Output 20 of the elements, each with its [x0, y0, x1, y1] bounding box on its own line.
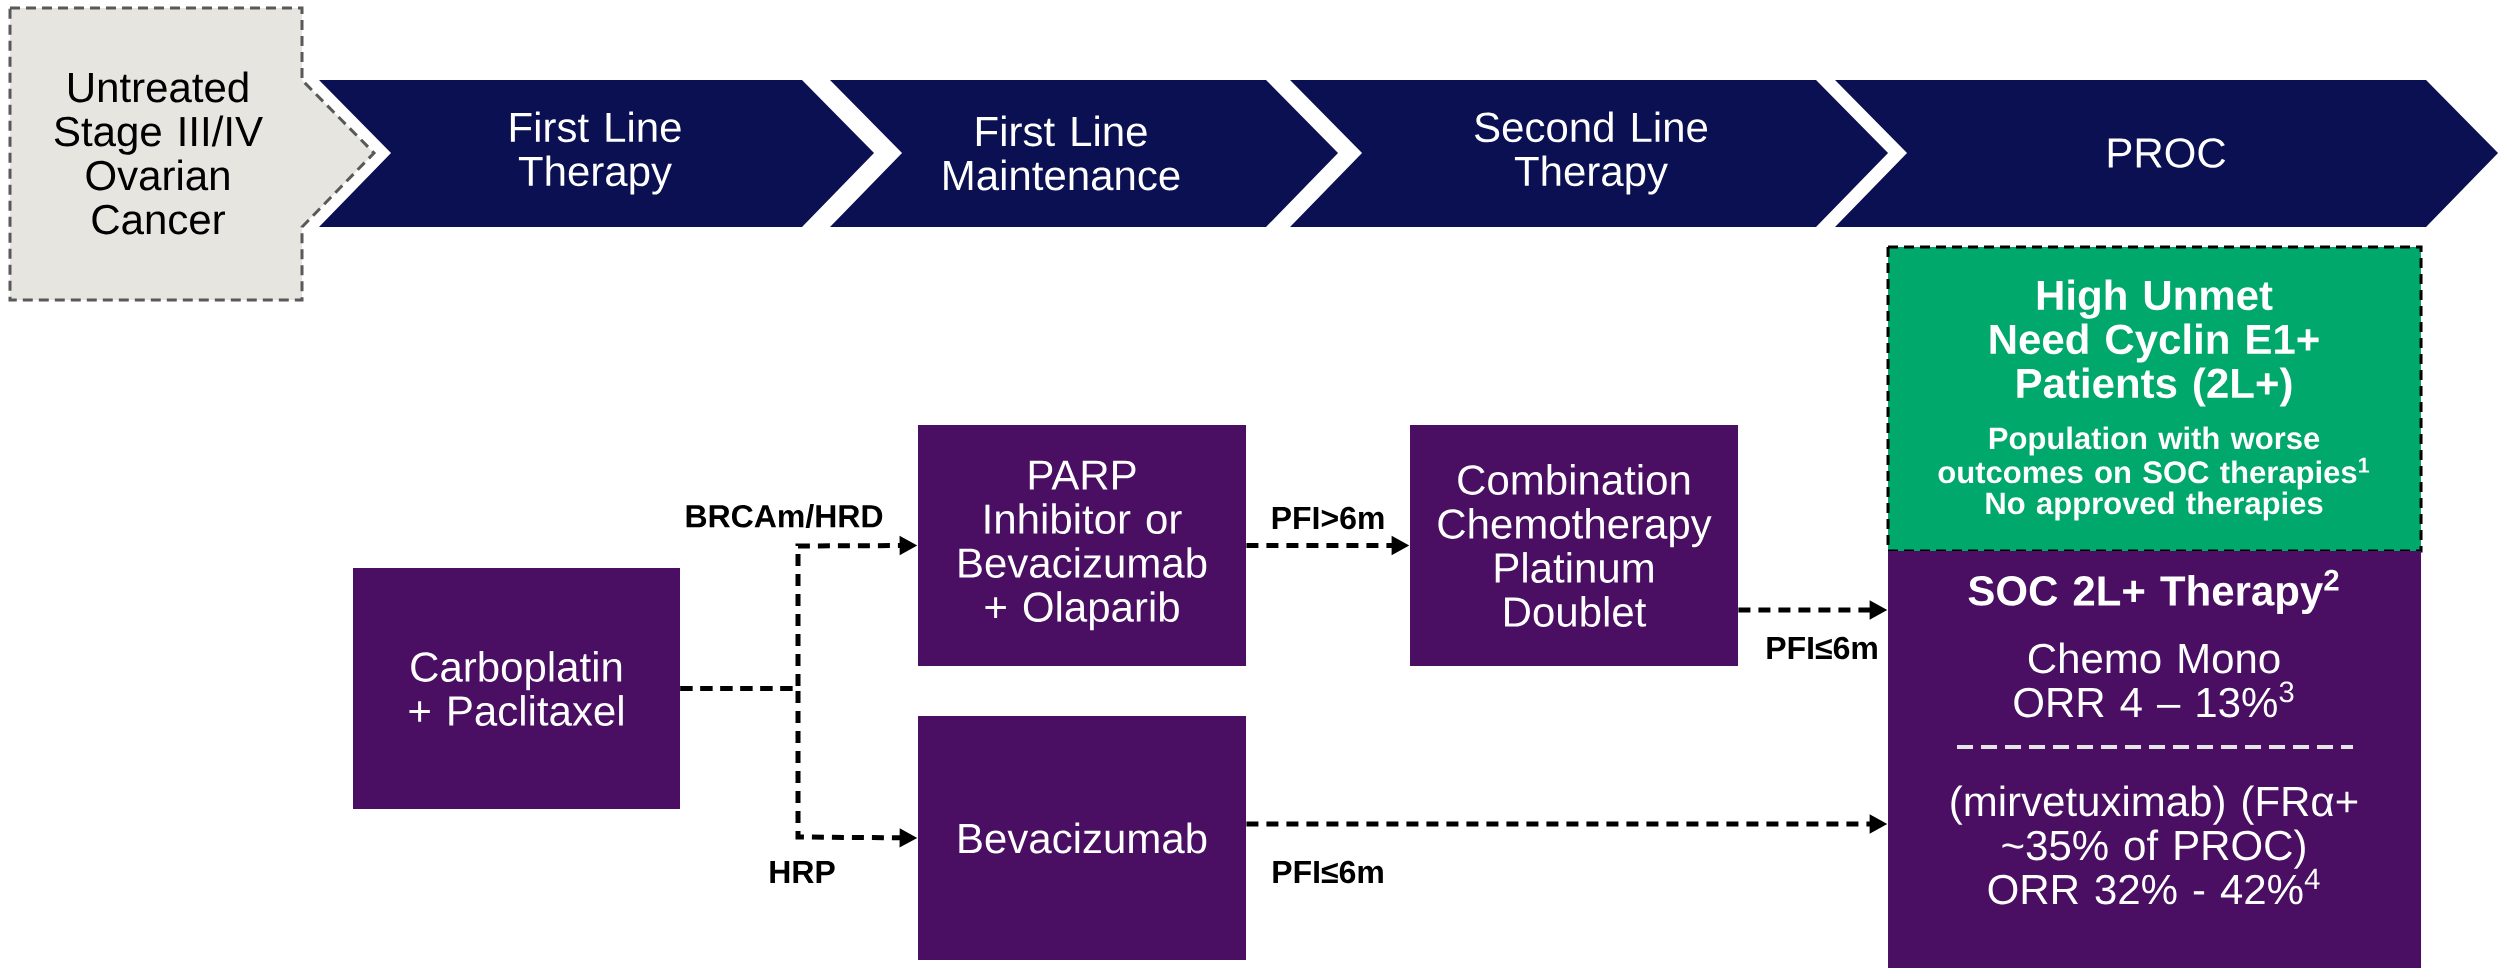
- pentagon-box: Untreated Stage III/IV Ovarian Cancer: [8, 6, 377, 302]
- edge-label: PFI≤6m: [1763, 634, 1881, 662]
- node-label: First Line Therapy: [510, 111, 681, 195]
- edge-label: PFI≤6m: [1269, 858, 1387, 886]
- edge-label: BRCAm/HRD: [682, 502, 886, 530]
- chevron-banner: First Line Maintenance: [830, 80, 1338, 227]
- process-box: PARP Inhibitor or Bevacizumab + Olaparib: [918, 425, 1246, 666]
- chevron-banner: Second Line Therapy: [1290, 80, 1888, 227]
- node-label: Second Line Therapy: [1475, 111, 1708, 195]
- highlight-box: High Unmet Need Cyclin E1+ Patients (2L+) Population with worse outcomes on SOC therapies$^{1}$ No approved therapies: [1886, 245, 2423, 553]
- process-box: Combination Chemotherapy Platinum Doublet: [1410, 425, 1738, 666]
- process-box: Carboplatin + Paclitaxel: [353, 568, 680, 809]
- edge-label: HRP: [766, 859, 838, 885]
- edge-label: PFI>6m: [1268, 504, 1388, 532]
- therapy-box: SOC 2L+ Therapy$^{2}$ Chemo Mono ORR 4 – 13%$^{3}$ (mirvetuximab) (FRα+ ~35% of PROC) ORR 32% - 42%$^{4}$: [1888, 551, 2422, 968]
- chevron-banner: PROC: [1835, 80, 2499, 227]
- node-label: First Line Maintenance: [944, 115, 1180, 191]
- node-label: PROC: [2108, 138, 2226, 168]
- chevron-banner: First Line Therapy: [319, 80, 874, 227]
- process-box: Bevacizumab: [918, 716, 1246, 960]
